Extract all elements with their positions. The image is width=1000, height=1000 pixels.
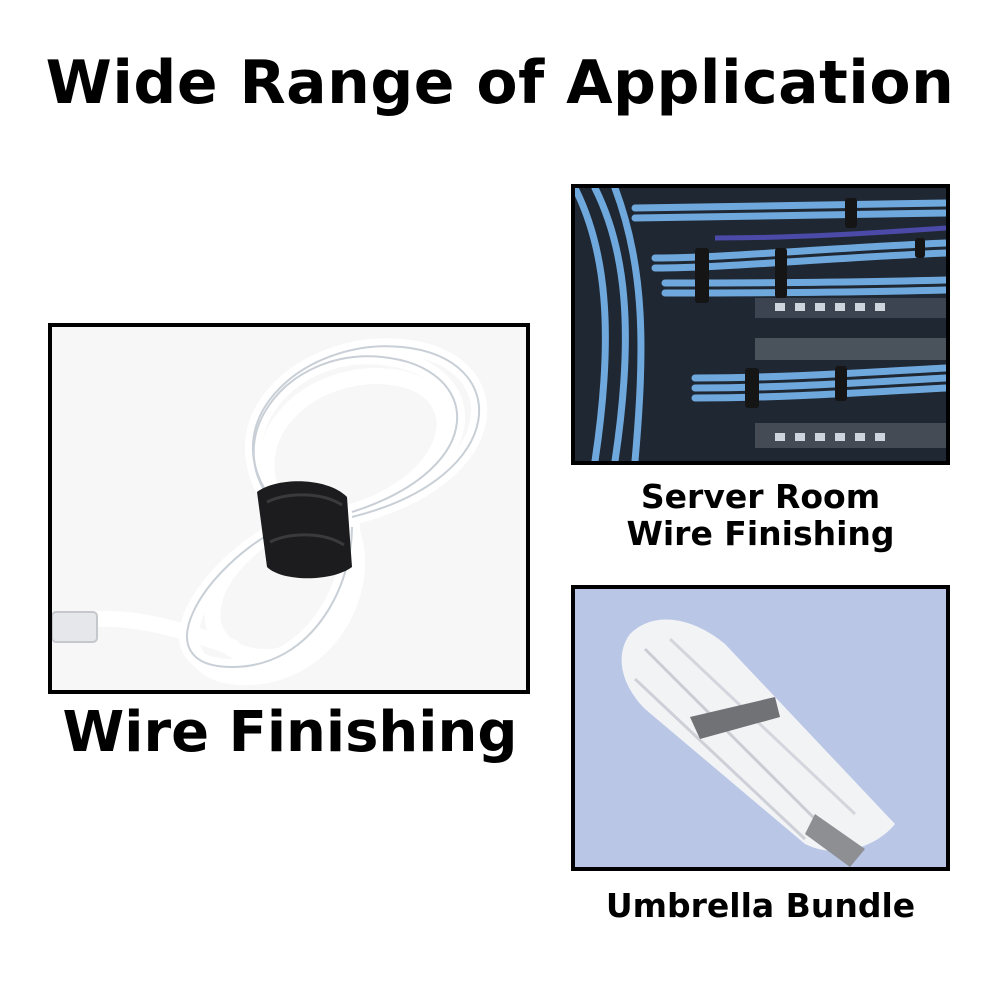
page-title: Wide Range of Application (45, 48, 955, 118)
umbrella-bundle-photo (571, 585, 950, 871)
wire-finishing-photo (48, 323, 530, 694)
server-room-caption: Server Room Wire Finishing (571, 478, 950, 552)
wire-finishing-caption: Wire Finishing (62, 700, 518, 765)
server-room-caption-line-1: Server Room (640, 477, 881, 516)
server-room-caption-line-2: Wire Finishing (626, 514, 895, 553)
server-room-photo (571, 184, 950, 465)
umbrella-bundle-caption: Umbrella Bundle (605, 886, 916, 925)
